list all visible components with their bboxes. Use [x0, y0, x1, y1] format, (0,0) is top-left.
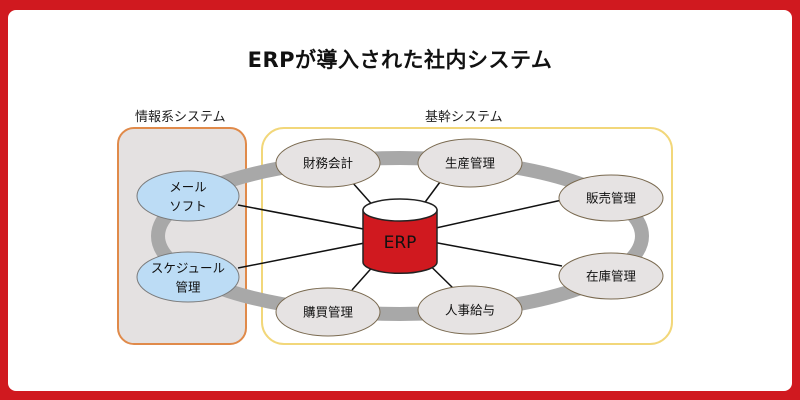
erp-database-icon: ERP	[362, 198, 438, 275]
node-purchasing: 購買管理	[275, 287, 381, 337]
node-schedule: スケジュール 管理	[136, 251, 240, 303]
svg-text:購買管理: 購買管理	[303, 305, 354, 320]
svg-text:在庫管理: 在庫管理	[586, 269, 637, 284]
integration-ring	[151, 151, 649, 321]
node-hr: 人事給与	[417, 285, 523, 335]
node-production: 生産管理	[417, 138, 523, 188]
node-mail-line1: メール	[169, 180, 207, 195]
svg-text:人事給与: 人事給与	[445, 303, 495, 318]
diagram-title: ERPが導入された社内システム	[247, 48, 553, 72]
svg-text:販売管理: 販売管理	[586, 191, 637, 206]
erp-label: ERP	[384, 233, 417, 253]
node-inventory: 在庫管理	[558, 252, 664, 300]
node-mail: メール ソフト	[136, 170, 240, 222]
svg-text:財務会計: 財務会計	[303, 156, 353, 171]
node-finance: 財務会計	[275, 138, 381, 188]
svg-text:生産管理: 生産管理	[445, 156, 496, 171]
node-mail-line2: ソフト	[169, 199, 207, 214]
core-systems-label: 基幹システム	[425, 110, 503, 125]
node-schedule-line1: スケジュール	[151, 261, 225, 276]
node-sales: 販売管理	[558, 174, 664, 222]
info-systems-label: 情報系システム	[135, 110, 226, 125]
info-systems-box	[117, 127, 247, 345]
node-schedule-line2: 管理	[175, 280, 201, 295]
